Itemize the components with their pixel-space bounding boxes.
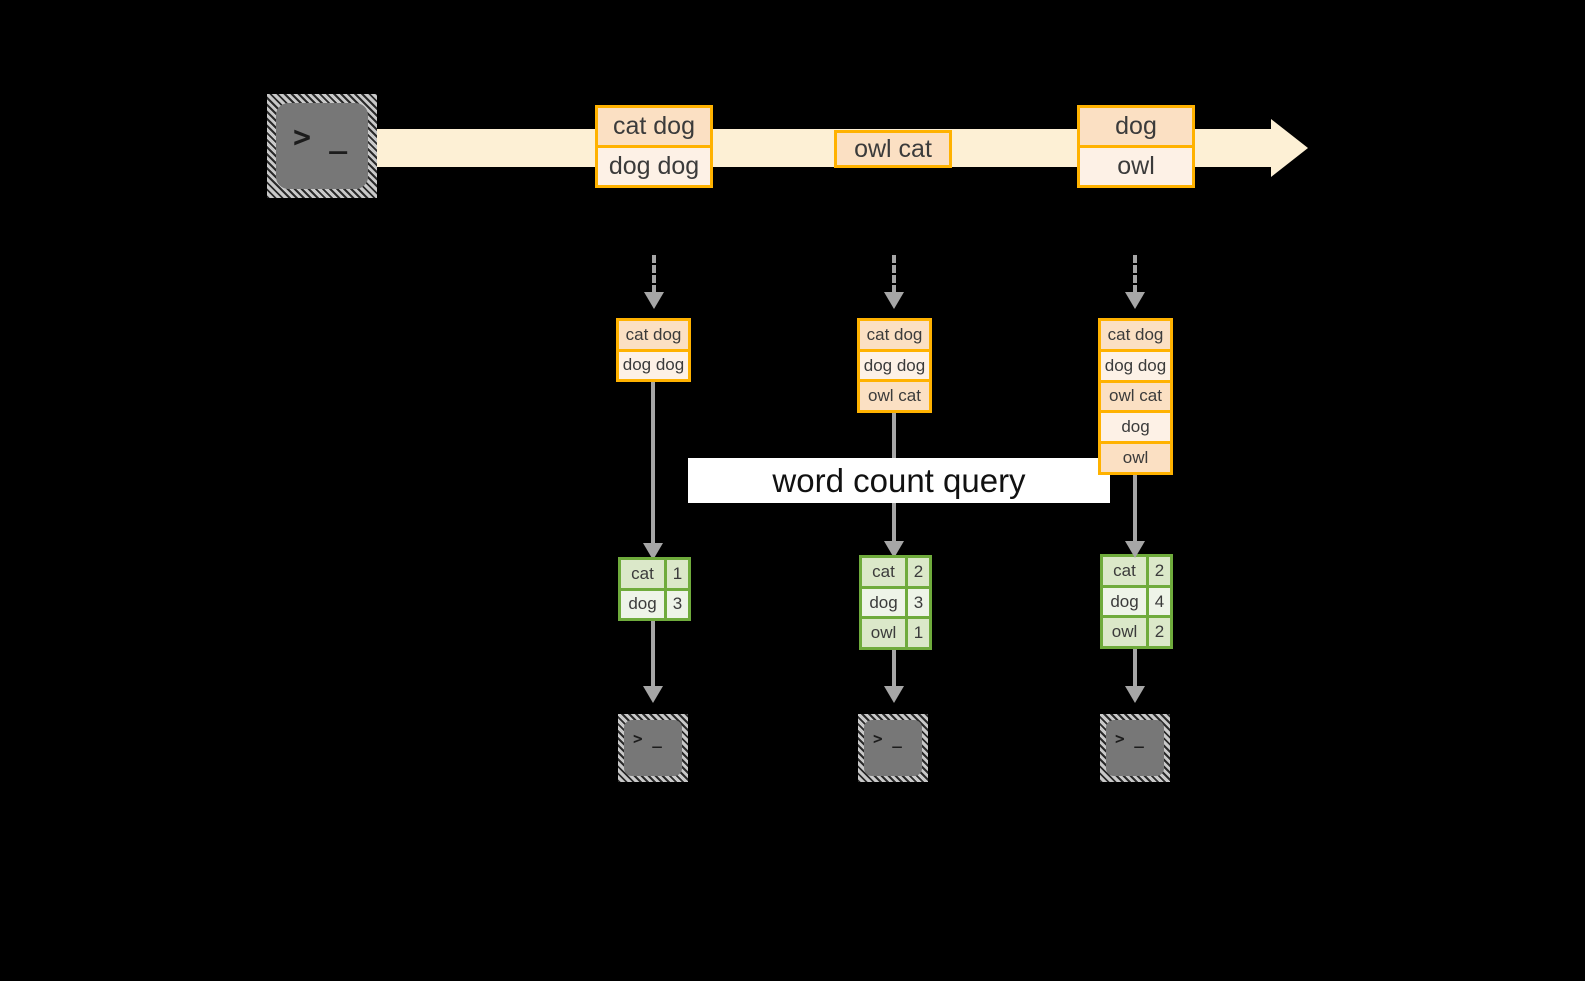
result-word: dog xyxy=(862,588,905,617)
snapshot-arrowhead xyxy=(884,292,904,309)
sink-terminal-icon[interactable]: > _ xyxy=(618,714,688,782)
table-row: dog 4 xyxy=(1103,584,1170,616)
event-line: owl xyxy=(1080,145,1192,185)
sink-connector-arrowhead xyxy=(884,686,904,703)
result-count: 4 xyxy=(1146,587,1170,616)
result-table[interactable]: cat 2 dog 3 owl 1 xyxy=(859,555,932,650)
query-connector-arrowhead xyxy=(1125,541,1145,558)
result-word: cat xyxy=(621,560,664,588)
terminal-prompt-glyph: > _ xyxy=(873,729,902,748)
snapshot-line: cat dog xyxy=(860,321,929,349)
table-row: owl 1 xyxy=(862,616,929,648)
sink-connector-line xyxy=(651,621,655,691)
snapshot-arrowhead xyxy=(1125,292,1145,309)
result-word: owl xyxy=(1103,618,1146,647)
query-connector-line xyxy=(1133,475,1137,546)
snapshot-box[interactable]: cat dog dog dog xyxy=(616,318,691,382)
result-table[interactable]: cat 1 dog 3 xyxy=(618,557,691,621)
sink-connector-line xyxy=(892,650,896,691)
snapshot-box[interactable]: cat dog dog dog owl cat dog owl xyxy=(1098,318,1173,475)
table-row: cat 2 xyxy=(862,558,929,586)
result-count: 2 xyxy=(1146,618,1170,647)
table-row: dog 3 xyxy=(621,587,688,618)
event-line: dog dog xyxy=(598,145,710,185)
snapshot-line: dog dog xyxy=(860,348,929,380)
sink-connector-arrowhead xyxy=(643,686,663,703)
table-row: cat 2 xyxy=(1103,557,1170,585)
table-row: owl 2 xyxy=(1103,615,1170,647)
snapshot-line: cat dog xyxy=(1101,321,1170,349)
snapshot-line: owl cat xyxy=(860,379,929,411)
result-word: dog xyxy=(621,590,664,618)
result-word: cat xyxy=(1103,557,1146,585)
terminal-screen: > _ xyxy=(864,720,922,776)
result-count: 2 xyxy=(905,558,929,586)
query-banner-label: word count query xyxy=(772,461,1026,499)
result-count: 3 xyxy=(664,590,688,618)
query-banner: word count query xyxy=(688,458,1110,503)
snapshot-line: dog dog xyxy=(619,348,688,379)
result-count: 3 xyxy=(905,588,929,617)
snapshot-box[interactable]: cat dog dog dog owl cat xyxy=(857,318,932,413)
snapshot-line: dog xyxy=(1101,410,1170,442)
stream-arrow-head xyxy=(1271,119,1308,177)
source-terminal-icon[interactable]: > _ xyxy=(267,94,377,198)
terminal-screen: > _ xyxy=(276,103,368,189)
result-word: owl xyxy=(862,619,905,648)
terminal-screen: > _ xyxy=(624,720,682,776)
query-connector-line xyxy=(651,382,655,548)
result-word: dog xyxy=(1103,587,1146,616)
snapshot-line: owl xyxy=(1101,441,1170,472)
event-line: cat dog xyxy=(598,108,710,145)
query-connector-arrowhead xyxy=(643,543,663,560)
event-line: owl cat xyxy=(837,133,949,165)
snapshot-line: cat dog xyxy=(619,321,688,349)
result-count: 1 xyxy=(905,619,929,648)
snapshot-arrowhead xyxy=(644,292,664,309)
stream-event-box[interactable]: cat dog dog dog xyxy=(595,105,713,188)
result-count: 1 xyxy=(664,560,688,588)
terminal-prompt-glyph: > _ xyxy=(633,729,662,748)
snapshot-line: owl cat xyxy=(1101,379,1170,411)
terminal-screen: > _ xyxy=(1106,720,1164,776)
snapshot-dash-line xyxy=(1133,255,1137,293)
snapshot-dash-line xyxy=(892,255,896,293)
snapshot-dash-line xyxy=(652,255,656,293)
table-row: cat 1 xyxy=(621,560,688,588)
sink-terminal-icon[interactable]: > _ xyxy=(858,714,928,782)
terminal-prompt-glyph: > _ xyxy=(293,120,348,155)
sink-terminal-icon[interactable]: > _ xyxy=(1100,714,1170,782)
terminal-prompt-glyph: > _ xyxy=(1115,729,1144,748)
stream-event-box[interactable]: owl cat xyxy=(834,130,952,168)
result-word: cat xyxy=(862,558,905,586)
table-row: dog 3 xyxy=(862,585,929,617)
sink-connector-line xyxy=(1133,649,1137,691)
stream-event-box[interactable]: dog owl xyxy=(1077,105,1195,188)
result-count: 2 xyxy=(1146,557,1170,585)
snapshot-line: dog dog xyxy=(1101,348,1170,380)
sink-connector-arrowhead xyxy=(1125,686,1145,703)
query-connector-arrowhead xyxy=(884,541,904,558)
event-line: dog xyxy=(1080,108,1192,145)
result-table[interactable]: cat 2 dog 4 owl 2 xyxy=(1100,554,1173,649)
